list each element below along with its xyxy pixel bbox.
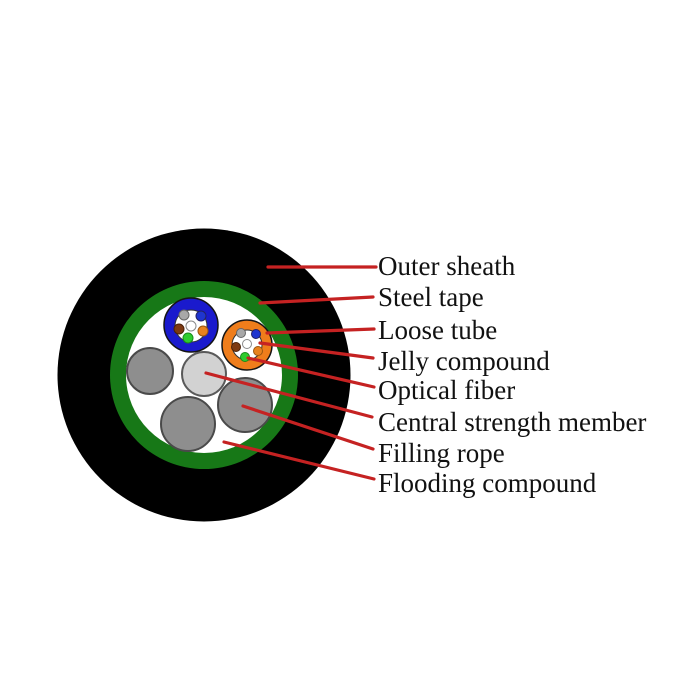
loose-tube-orange-group <box>221 319 273 371</box>
optical-fiber-orange <box>253 346 263 356</box>
optical-fiber-blue <box>195 310 207 322</box>
optical-fiber-white <box>242 339 252 349</box>
filling-rope-bottom <box>160 396 216 452</box>
filling-rope-left <box>126 347 174 395</box>
optical-fiber-brown <box>231 342 241 352</box>
label-jelly-compound: Jelly compound <box>378 346 550 376</box>
optical-fiber-gray <box>178 309 190 321</box>
label-loose-tube: Loose tube <box>378 315 498 345</box>
label-central-strength-member: Central strength member <box>378 407 647 437</box>
label-steel-tape: Steel tape <box>378 282 484 312</box>
leader-line-loose-tube <box>265 327 376 335</box>
leader-lines <box>204 265 378 481</box>
optical-fiber-green <box>182 332 194 344</box>
optical-fiber-white <box>185 320 197 332</box>
optical-fiber-brown <box>173 323 185 335</box>
leader-line-steel-tape <box>258 295 375 305</box>
label-filling-rope: Filling rope <box>378 438 505 468</box>
central-strength-member-circle <box>181 351 227 397</box>
leader-line-jelly-compound <box>258 341 375 360</box>
label-outer-sheath: Outer sheath <box>378 251 516 281</box>
label-optical-fiber: Optical fiber <box>378 375 516 405</box>
loose-tube-blue-group <box>163 297 219 353</box>
optical-fiber-gray <box>236 328 246 338</box>
optical-fiber-blue <box>251 329 261 339</box>
leader-line-optical-fiber <box>246 356 376 389</box>
optical-fiber-orange <box>197 325 209 337</box>
leader-line-filling-rope <box>241 404 375 451</box>
leader-line-flooding-compound <box>222 440 376 481</box>
label-flooding-compound: Flooding compound <box>378 468 597 498</box>
leader-line-central-strength-member <box>204 371 374 419</box>
